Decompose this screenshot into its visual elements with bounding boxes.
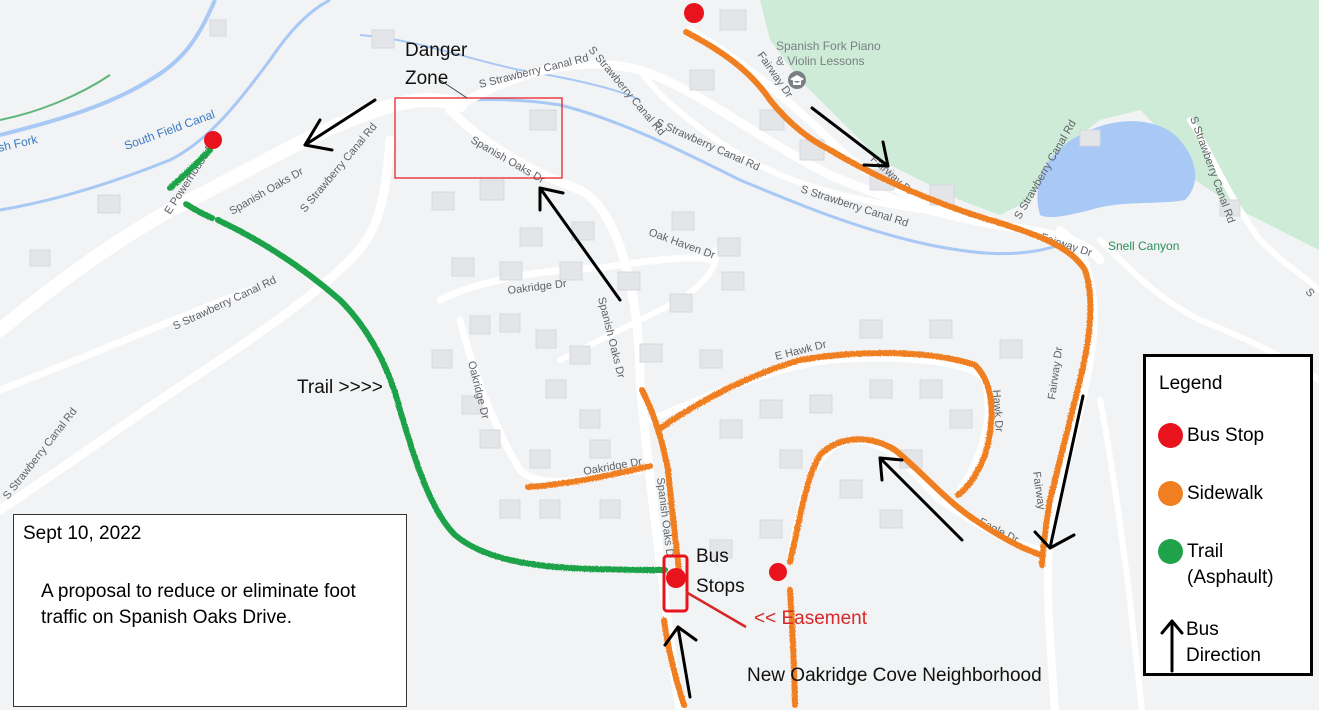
road-label-fairway-5: Fairway bbox=[1030, 471, 1047, 511]
poi-label-line-2: & Violin Lessons bbox=[776, 54, 865, 68]
legend-item-sidewalk: Sidewalk bbox=[1158, 481, 1263, 507]
proposal-text: A proposal to reduce or eliminate foot t… bbox=[41, 581, 356, 628]
proposal-date: Sept 10, 2022 bbox=[23, 523, 142, 544]
park-area bbox=[760, 0, 1319, 250]
legend-title: Legend bbox=[1159, 373, 1223, 394]
new-neighborhood-label: New Oakridge Cove Neighborhood bbox=[747, 665, 1042, 686]
legend-item-bus-direction: Bus Direction bbox=[1158, 617, 1298, 673]
trail-main bbox=[215, 217, 668, 573]
bus-stops-label-line-2: Stops bbox=[696, 576, 745, 597]
sidewalk-new-oakridge bbox=[787, 587, 798, 708]
danger-zone-leader bbox=[439, 79, 468, 99]
sidewalk-fairway bbox=[683, 29, 1094, 568]
sidewalk-paths bbox=[525, 29, 1094, 708]
danger-zone-box bbox=[394, 97, 563, 179]
trail-paths bbox=[167, 147, 668, 573]
arrow-northwest-eagle bbox=[878, 456, 964, 542]
arrow-west-top bbox=[303, 98, 377, 152]
reservoir bbox=[1037, 121, 1196, 218]
arrow-south-fairway bbox=[1033, 394, 1085, 550]
bus-stop-top bbox=[684, 3, 704, 23]
sidewalk-oakridge bbox=[525, 463, 653, 490]
arrow-north-spanish-oaks bbox=[663, 625, 698, 699]
canal-green bbox=[0, 74, 111, 121]
bus-stop-swatch-icon bbox=[1158, 423, 1183, 448]
trail-powerhouse-upper bbox=[167, 147, 213, 191]
easement-label: << Easement bbox=[754, 608, 868, 629]
trail-label: Trail >>>> bbox=[297, 377, 383, 398]
river bbox=[0, 0, 217, 137]
sidewalk-spanish-oaks bbox=[639, 387, 682, 573]
legend: Legend Bus Stop Sidewalk Trail (Asphault… bbox=[1143, 354, 1313, 676]
bus-stop-new-oakridge bbox=[769, 563, 787, 581]
canal-top bbox=[359, 34, 641, 101]
bus-stop-powerhouse bbox=[204, 131, 222, 149]
legend-label-sidewalk: Sidewalk bbox=[1187, 483, 1264, 504]
arrow-southeast-fairway bbox=[810, 106, 890, 168]
sidewalk-e-hawk bbox=[655, 350, 995, 498]
legend-label-bus-direction: Bus Direction bbox=[1186, 619, 1261, 666]
place-label-snell-canyon: Snell Canyon bbox=[1108, 239, 1179, 253]
canal-strawberry bbox=[379, 98, 1061, 256]
easement-pointer bbox=[685, 590, 747, 629]
sidewalk-spanish-oaks-lower bbox=[661, 617, 687, 708]
legend-item-bus-stop: Bus Stop bbox=[1158, 423, 1264, 449]
danger-zone-label-line-2: Zone bbox=[405, 68, 448, 89]
legend-item-trail: Trail (Asphault) bbox=[1158, 539, 1298, 591]
bus-stop-spanish-oaks bbox=[666, 568, 686, 588]
arrow-up-icon bbox=[1160, 619, 1184, 673]
sidewalk-eagle bbox=[787, 436, 1045, 565]
trail-swatch-icon bbox=[1158, 539, 1183, 564]
poi-label-line-1: Spanish Fork Piano bbox=[776, 39, 881, 53]
sidewalk-swatch-icon bbox=[1158, 481, 1183, 506]
bus-stops-highlight-box bbox=[662, 554, 689, 613]
trail-powerhouse-lower bbox=[183, 201, 215, 221]
proposal-note-box: Sept 10, 2022 A proposal to reduce or el… bbox=[13, 514, 407, 707]
danger-zone-label-line-1: Danger bbox=[405, 40, 468, 61]
school-icon bbox=[788, 71, 806, 89]
arrow-northwest-spanish-oaks bbox=[538, 186, 622, 302]
bus-stops-label-line-1: Bus bbox=[696, 546, 729, 567]
legend-label-bus-stop: Bus Stop bbox=[1187, 425, 1265, 446]
bus-direction-arrows bbox=[303, 98, 1085, 699]
legend-label-trail: Trail (Asphault) bbox=[1187, 541, 1274, 588]
